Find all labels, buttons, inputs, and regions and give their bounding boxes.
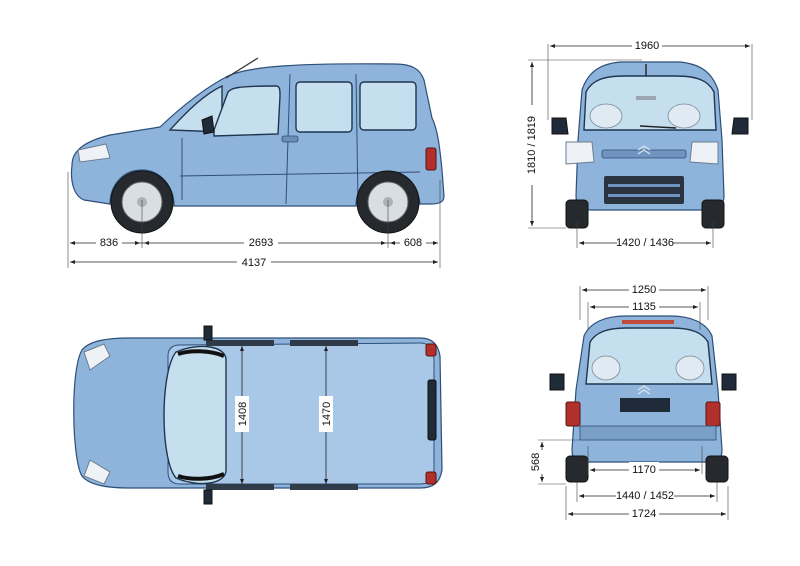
rear-view: 1250 1135 568 1170 1440 / 1452 1724 — [530, 282, 737, 520]
body-width-label: 1724 — [632, 508, 656, 520]
brand-logo-icon — [637, 145, 651, 155]
front-view: 1960 1810 / 1819 1420 / 1436 — [524, 38, 753, 249]
rear-left-mirror-icon — [549, 373, 565, 391]
rear-right-mirror-icon — [721, 373, 737, 391]
wheelbase-label: 2693 — [249, 237, 273, 249]
top-mirror-left-icon — [203, 325, 213, 341]
rear-opening-inner-label: 1135 — [632, 301, 656, 313]
interior-width-b-label: 1470 — [321, 402, 333, 426]
top-view: 1408 1470 — [73, 325, 443, 505]
rear-overhang-label: 608 — [404, 237, 422, 249]
rear-load-width-label: 1170 — [632, 464, 656, 476]
sill-height-label: 568 — [530, 453, 542, 471]
licence-plate — [620, 398, 670, 412]
side-mirror-icon — [201, 115, 215, 135]
rear-opening-top-label: 1250 — [632, 284, 656, 296]
front-track-label: 1420 / 1436 — [616, 237, 674, 249]
front-overhang-label: 836 — [100, 237, 118, 249]
left-mirror-icon — [551, 117, 569, 135]
top-mirror-right-icon — [203, 489, 213, 505]
interior-width-a-label: 1408 — [237, 402, 249, 426]
right-mirror-icon — [731, 117, 749, 135]
side-view: 836 2693 608 4137 — [67, 57, 445, 269]
overall-length-label: 4137 — [242, 257, 266, 269]
rear-brand-logo-icon — [637, 385, 651, 395]
overall-width-label: 1960 — [635, 40, 659, 52]
rear-track-label: 1440 / 1452 — [616, 490, 674, 502]
height-label: 1810 / 1819 — [526, 116, 538, 174]
